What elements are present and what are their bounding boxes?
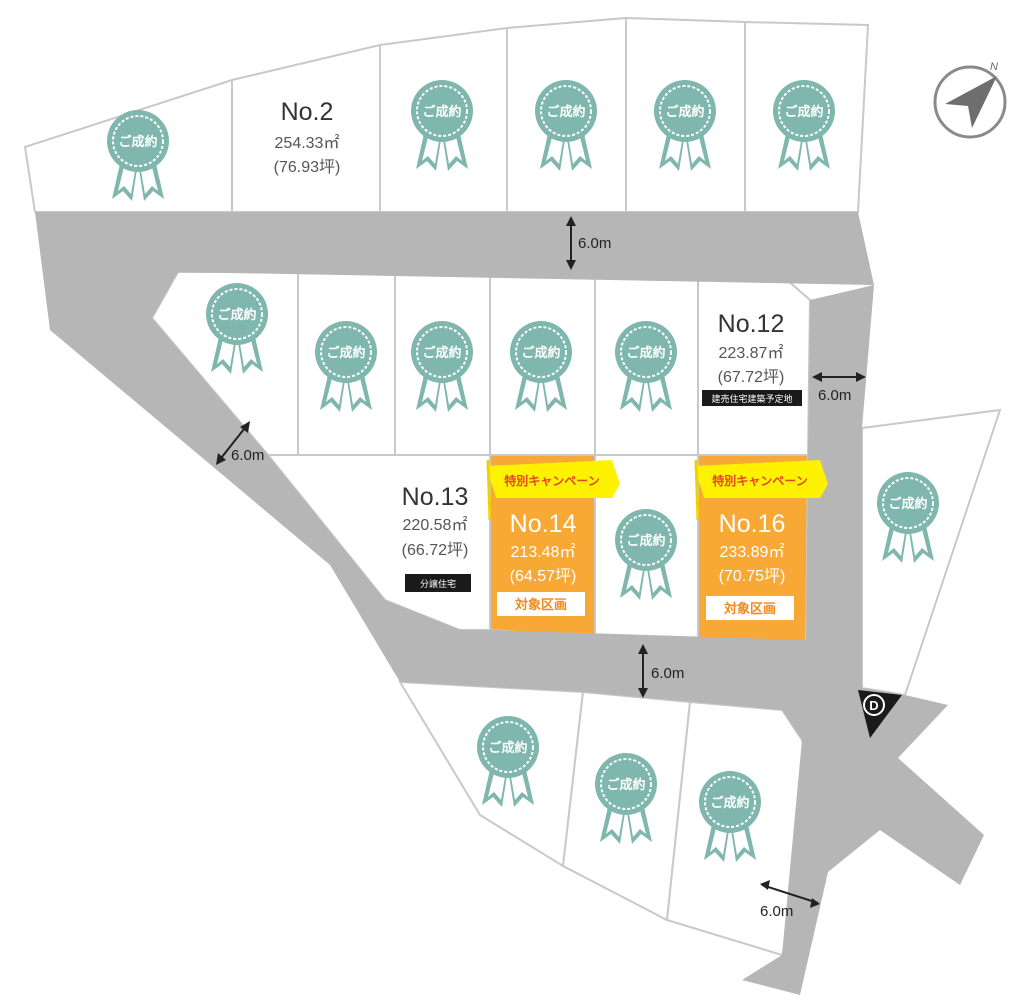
sold-ribbon-3: ご成約	[410, 79, 474, 172]
sold-ribbon-15: ご成約	[614, 508, 678, 601]
lot-14-area: 213.48㎡	[511, 543, 576, 561]
road-width-marker-2: 6.0m	[812, 372, 866, 404]
lot-14-campaign-text: 特別キャンペーン	[504, 473, 599, 488]
lot-13-area: 220.58㎡	[403, 516, 468, 534]
svg-text:ご成約: ご成約	[888, 496, 927, 512]
lot-12-tag-bg	[702, 390, 802, 406]
sold-ribbon-9: ご成約	[410, 320, 474, 413]
lot-13-number: No.13	[402, 483, 469, 511]
lot-13-tag-bg	[405, 574, 471, 592]
lot-13-tag: 分譲住宅	[420, 578, 456, 590]
lot-16-label: 特別キャンペーン No.16 233.89㎡ (70.75坪) 対象区画	[694, 459, 828, 620]
lot-12[interactable]	[697, 271, 812, 456]
lot-14-target-bg	[497, 592, 585, 616]
svg-text:ご成約: ご成約	[784, 104, 823, 120]
road-width-marker-1: 6.0m	[566, 216, 611, 270]
road-width-marker-3: 6.0m	[216, 421, 264, 465]
entrance-badge-label: D	[869, 698, 878, 713]
lot-16-target-bg	[706, 596, 794, 620]
lot-16-campaign-flag	[694, 460, 828, 498]
lot-2-area-tsubo: (76.93坪)	[274, 158, 341, 176]
sold-ribbon-20: ご成約	[698, 770, 762, 863]
north-arrow-icon: N	[933, 61, 1007, 139]
road-width-label-1: 6.0m	[578, 235, 611, 252]
svg-text:ご成約: ご成約	[326, 345, 365, 361]
svg-text:ご成約: ご成約	[422, 345, 461, 361]
lot-2-area: 254.33㎡	[275, 134, 340, 152]
sold-ribbon-7: ご成約	[205, 282, 269, 375]
sold-ribbon-18: ご成約	[476, 715, 540, 808]
svg-text:ご成約: ご成約	[665, 104, 704, 120]
sold-ribbon-8: ご成約	[314, 320, 378, 413]
lot-14-number: No.14	[510, 510, 577, 538]
sold-ribbon-11: ご成約	[614, 320, 678, 413]
lot-12-area: 223.87㎡	[719, 344, 784, 362]
road-width-marker-4: 6.0m	[638, 644, 684, 698]
svg-text:ご成約: ご成約	[606, 777, 645, 793]
sold-ribbon-19: ご成約	[594, 752, 658, 845]
lot-12-area-tsubo: (67.72坪)	[718, 368, 785, 386]
lot-16-target: 対象区画	[723, 601, 776, 617]
svg-text:ご成約: ご成約	[521, 345, 560, 361]
svg-text:ご成約: ご成約	[118, 134, 157, 150]
road-width-label-2: 6.0m	[818, 387, 851, 404]
lot-16-campaign-text: 特別キャンペーン	[712, 473, 807, 488]
lot-13-area-tsubo: (66.72坪)	[402, 541, 469, 559]
lot-2[interactable]	[231, 43, 381, 213]
road-width-label-4: 6.0m	[651, 665, 684, 682]
sold-ribbon-10: ご成約	[509, 320, 573, 413]
road-network	[35, 212, 984, 995]
lot-2-label: No.2 254.33㎡ (76.93坪)	[274, 98, 341, 176]
svg-text:ご成約: ご成約	[626, 345, 665, 361]
lot-14-campaign-flag	[486, 460, 620, 498]
lot-16-area: 233.89㎡	[720, 543, 785, 561]
lot-16-number: No.16	[719, 510, 786, 538]
lot-14-label: 特別キャンペーン No.14 213.48㎡ (64.57坪) 対象区画	[486, 459, 620, 616]
road-width-label-5: 6.0m	[760, 903, 793, 920]
lot-12-number: No.12	[718, 310, 785, 338]
lot-12-tag: 建売住宅建築予定地	[711, 393, 792, 405]
lot-2-number: No.2	[281, 98, 334, 126]
lot-13-label: No.13 220.58㎡ (66.72坪) 分譲住宅	[402, 483, 471, 592]
north-label: N	[990, 61, 998, 73]
entrance-badge: D	[863, 694, 885, 716]
road-width-marker-5: 6.0m	[760, 880, 820, 920]
road-width-label-3: 6.0m	[231, 447, 264, 464]
sold-ribbon-17: ご成約	[876, 471, 940, 564]
sold-ribbon-6: ご成約	[772, 79, 836, 172]
lot-12-label: No.12 223.87㎡ (67.72坪) 建売住宅建築予定地	[702, 310, 802, 406]
svg-text:ご成約: ご成約	[546, 104, 585, 120]
sold-ribbon-5: ご成約	[653, 79, 717, 172]
lot-14-target: 対象区画	[514, 597, 567, 613]
svg-text:ご成約: ご成約	[710, 795, 749, 811]
svg-text:ご成約: ご成約	[217, 307, 256, 323]
lot-14-area-tsubo: (64.57坪)	[510, 567, 577, 585]
sold-ribbon-4: ご成約	[534, 79, 598, 172]
svg-text:ご成約: ご成約	[626, 533, 665, 549]
svg-text:ご成約: ご成約	[422, 104, 461, 120]
sold-ribbon-1: ご成約	[106, 109, 170, 202]
svg-text:ご成約: ご成約	[488, 740, 527, 756]
lot-16-area-tsubo: (70.75坪)	[719, 567, 786, 585]
